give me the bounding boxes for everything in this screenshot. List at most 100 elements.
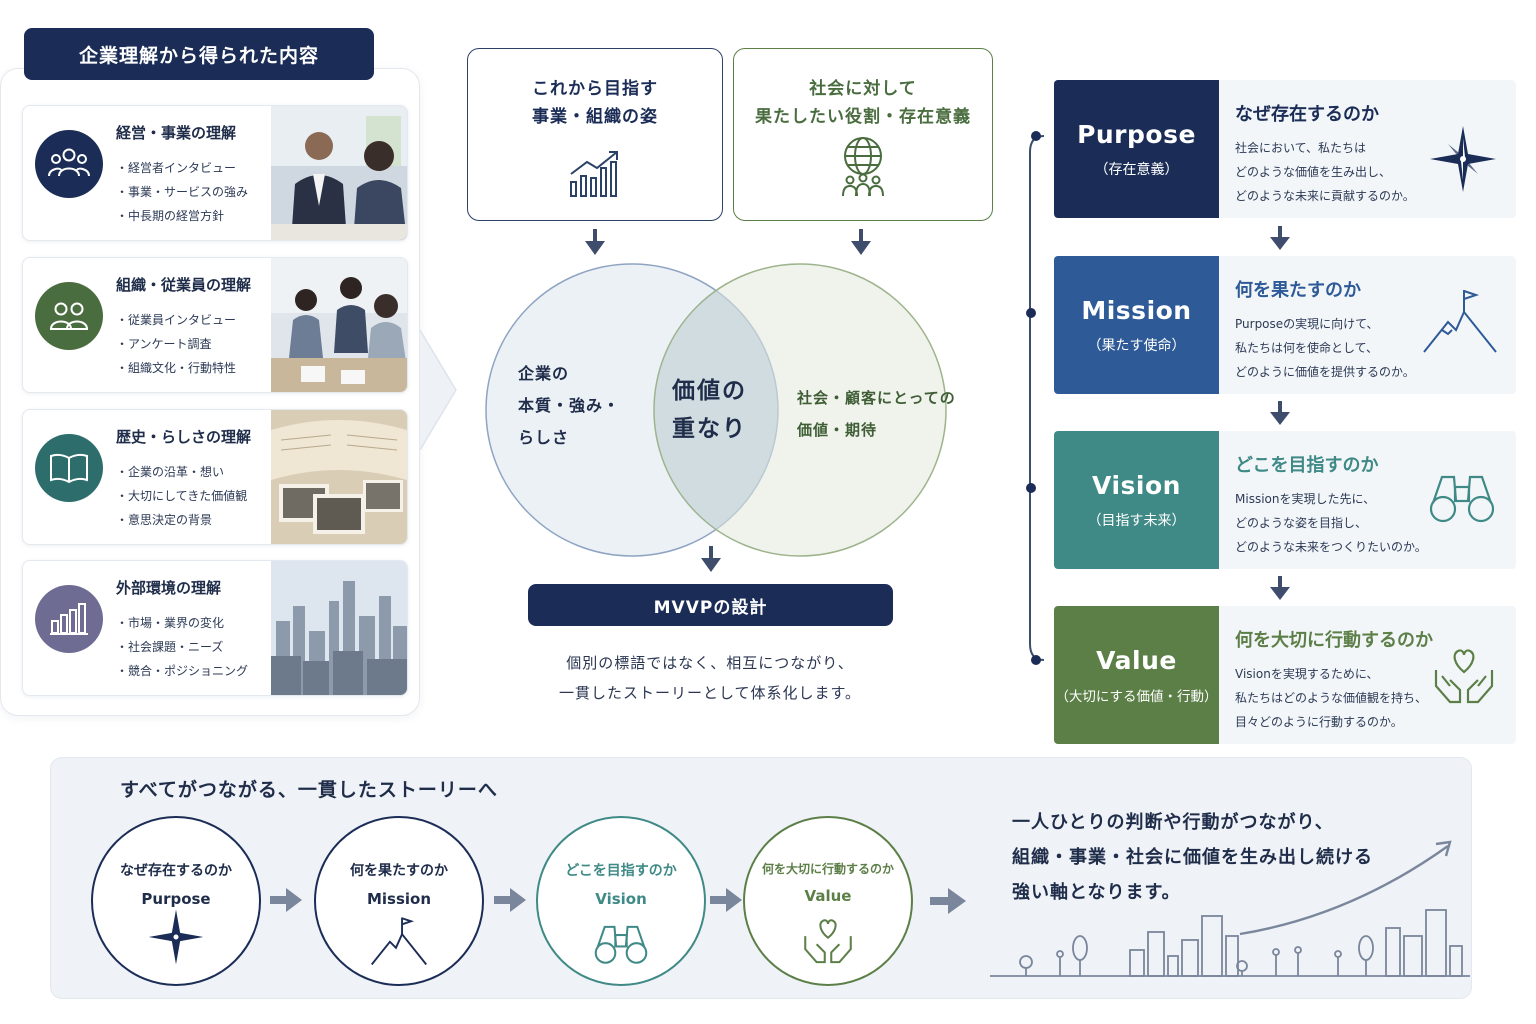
arrow-right-icon xyxy=(270,888,302,912)
growth-cityscape-illustration xyxy=(990,840,1470,977)
compass-star-icon xyxy=(148,909,204,965)
card-list: 企業の沿革・想い 大切にしてきた価値観 意思決定の背景 xyxy=(116,460,247,532)
globe-people-icon xyxy=(842,137,884,197)
card-item: 意思決定の背景 xyxy=(116,508,247,532)
row-description: Missionを実現した先に、 どのような姿を目指し、 どのような未来をつくりた… xyxy=(1235,487,1427,559)
binoculars-icon xyxy=(594,925,648,964)
row-ja: （大切にする価値・行動） xyxy=(1055,688,1218,705)
desc-line: どのような未来に貢献するのか。 xyxy=(1235,189,1415,203)
card-item: 大切にしてきた価値観 xyxy=(116,484,247,508)
card-item: 組織文化・行動特性 xyxy=(116,356,236,380)
mission-row: Mission （果たす使命） 何を果たすのか Purposeの実現に向けて、 … xyxy=(1054,256,1516,394)
row-en: Value xyxy=(1096,645,1177,675)
arrow-right-icon xyxy=(494,888,526,912)
venn-line: 重なり xyxy=(672,416,747,442)
card-list: 従業員インタビュー アンケート調査 組織文化・行動特性 xyxy=(116,308,236,380)
mission-circle: 何を果たすのか Mission xyxy=(314,816,484,986)
row-ja: （果たす使命） xyxy=(1087,337,1186,354)
box-line: これから目指す xyxy=(532,79,658,99)
archive-photo xyxy=(271,410,407,544)
venn-right-text: 社会・顧客にとっての 価値・期待 xyxy=(797,382,956,446)
purpose-circle: なぜ存在するのか Purpose xyxy=(91,816,261,986)
card-item: 社会課題・ニーズ xyxy=(116,635,248,659)
row-en: Vision xyxy=(1092,470,1181,500)
people-group-icon xyxy=(35,130,103,198)
card-external: 外部環境の理解 市場・業界の変化 社会課題・ニーズ 競合・ポジショニング xyxy=(22,560,408,696)
city-photo xyxy=(271,561,407,695)
desc-line: Missionを実現した先に、 xyxy=(1235,492,1376,506)
card-history: 歴史・らしさの理解 企業の沿革・想い 大切にしてきた価値観 意思決定の背景 xyxy=(22,409,408,545)
row-en: Purpose xyxy=(1077,119,1196,149)
value-row: Value （大切にする価値・行動） 何を大切に行動するのか Visionを実現… xyxy=(1054,606,1516,744)
card-management: 経営・事業の理解 経営者インタビュー 事業・サービスの強み 中長期の経営方針 xyxy=(22,105,408,241)
venn-line: 社会・顧客にとっての xyxy=(797,389,956,407)
venn-left-text: 企業の 本質・強み・ らしさ xyxy=(518,358,620,454)
arrow-down-icon xyxy=(1270,226,1290,250)
card-organization: 組織・従業員の理解 従業員インタビュー アンケート調査 組織文化・行動特性 xyxy=(22,257,408,393)
growth-chart-icon xyxy=(570,151,618,197)
card-item: 市場・業界の変化 xyxy=(116,611,248,635)
mvvp-banner: MVVPの設計 xyxy=(528,584,893,626)
mountain-flag-icon xyxy=(1423,290,1497,353)
compass-star-icon xyxy=(1430,126,1496,192)
team-photo xyxy=(271,258,407,392)
circle-en: Mission xyxy=(366,890,432,908)
venn-line: 企業の xyxy=(518,364,570,383)
box-line: 事業・組織の姿 xyxy=(532,107,658,127)
venn-circle-society xyxy=(653,263,947,557)
left-panel-title: 企業理解から得られた内容 xyxy=(24,28,374,80)
venn-line: らしさ xyxy=(518,428,570,447)
desc-line: 社会において、私たちは xyxy=(1235,141,1367,155)
bar-chart-icon xyxy=(35,585,103,653)
row-ja: （存在意義） xyxy=(1094,161,1179,178)
desc-line: 私たちはどのような価値観を持ち、 xyxy=(1235,691,1428,705)
value-circle: 何を大切に行動するのか Value xyxy=(743,816,913,986)
card-title: 組織・従業員の理解 xyxy=(116,276,252,294)
arrow-down-icon xyxy=(1270,576,1290,600)
row-en: Mission xyxy=(1081,295,1192,325)
heart-hands-icon xyxy=(804,919,852,964)
desc-line: 私たちは何を使命として、 xyxy=(1235,341,1379,355)
value-label: Value （大切にする価値・行動） xyxy=(1054,606,1219,744)
circle-question: なぜ存在するのか xyxy=(120,863,232,879)
desc-line: どのような姿を目指し、 xyxy=(1235,516,1368,530)
row-question: どこを目指すのか xyxy=(1235,455,1379,476)
heart-hands-icon xyxy=(1434,649,1494,704)
card-item: 中長期の経営方針 xyxy=(116,204,248,228)
card-list: 経営者インタビュー 事業・サービスの強み 中長期の経営方針 xyxy=(116,156,248,228)
card-item: 経営者インタビュー xyxy=(116,156,248,180)
arrow-down-icon xyxy=(585,229,605,255)
story-title: すべてがつながる、一貫したストーリーへ xyxy=(120,779,498,801)
card-item: 従業員インタビュー xyxy=(116,308,236,332)
desc-line: どのように価値を提供するのか。 xyxy=(1235,365,1415,379)
closing-line: 一人ひとりの判断や行動がつながり、 xyxy=(1012,812,1334,833)
mission-label: Mission （果たす使命） xyxy=(1054,256,1219,394)
circle-question: 何を大切に行動するのか xyxy=(761,862,894,876)
card-title: 経営・事業の理解 xyxy=(116,124,237,142)
venn-line: 価値・期待 xyxy=(797,421,878,439)
circle-en: Vision xyxy=(595,890,647,908)
row-ja: （目指す未来） xyxy=(1087,512,1186,529)
purpose-row: Purpose （存在意義） なぜ存在するのか 社会において、私たちは どのよう… xyxy=(1054,80,1516,218)
closing-line: 強い軸となります。 xyxy=(1012,882,1181,903)
desc-line: 個別の標語ではなく、相互につながり、 xyxy=(566,654,854,672)
vision-label: Vision （目指す未来） xyxy=(1054,431,1219,569)
arrow-down-icon xyxy=(701,546,721,572)
purpose-label: Purpose （存在意義） xyxy=(1054,80,1219,218)
row-description: 社会において、私たちは どのような価値を生み出し、 どのような未来に貢献するのか… xyxy=(1235,136,1415,208)
chevron-right-icon xyxy=(420,330,457,450)
arrow-right-icon xyxy=(930,888,966,914)
arrow-down-icon xyxy=(1270,401,1290,425)
desc-line: 一貫したストーリーとして体系化します。 xyxy=(558,684,862,702)
desc-line: どのような価値を生み出し、 xyxy=(1235,165,1392,179)
meeting-photo xyxy=(271,106,407,240)
card-title: 外部環境の理解 xyxy=(116,579,222,597)
closing-message: 一人ひとりの判断や行動がつながり、 組織・事業・社会に価値を生み出し続ける 強い… xyxy=(1012,805,1373,910)
circle-question: どこを目指すのか xyxy=(565,863,677,879)
row-question: 何を果たすのか xyxy=(1235,280,1361,301)
closing-line: 組織・事業・社会に価値を生み出し続ける xyxy=(1012,847,1373,868)
venn-line: 価値の xyxy=(672,378,747,404)
venn-center-text: 価値の 重なり xyxy=(672,372,747,448)
desc-line: 目々どのように行動するのか。 xyxy=(1235,715,1403,729)
arrow-down-icon xyxy=(851,229,871,255)
